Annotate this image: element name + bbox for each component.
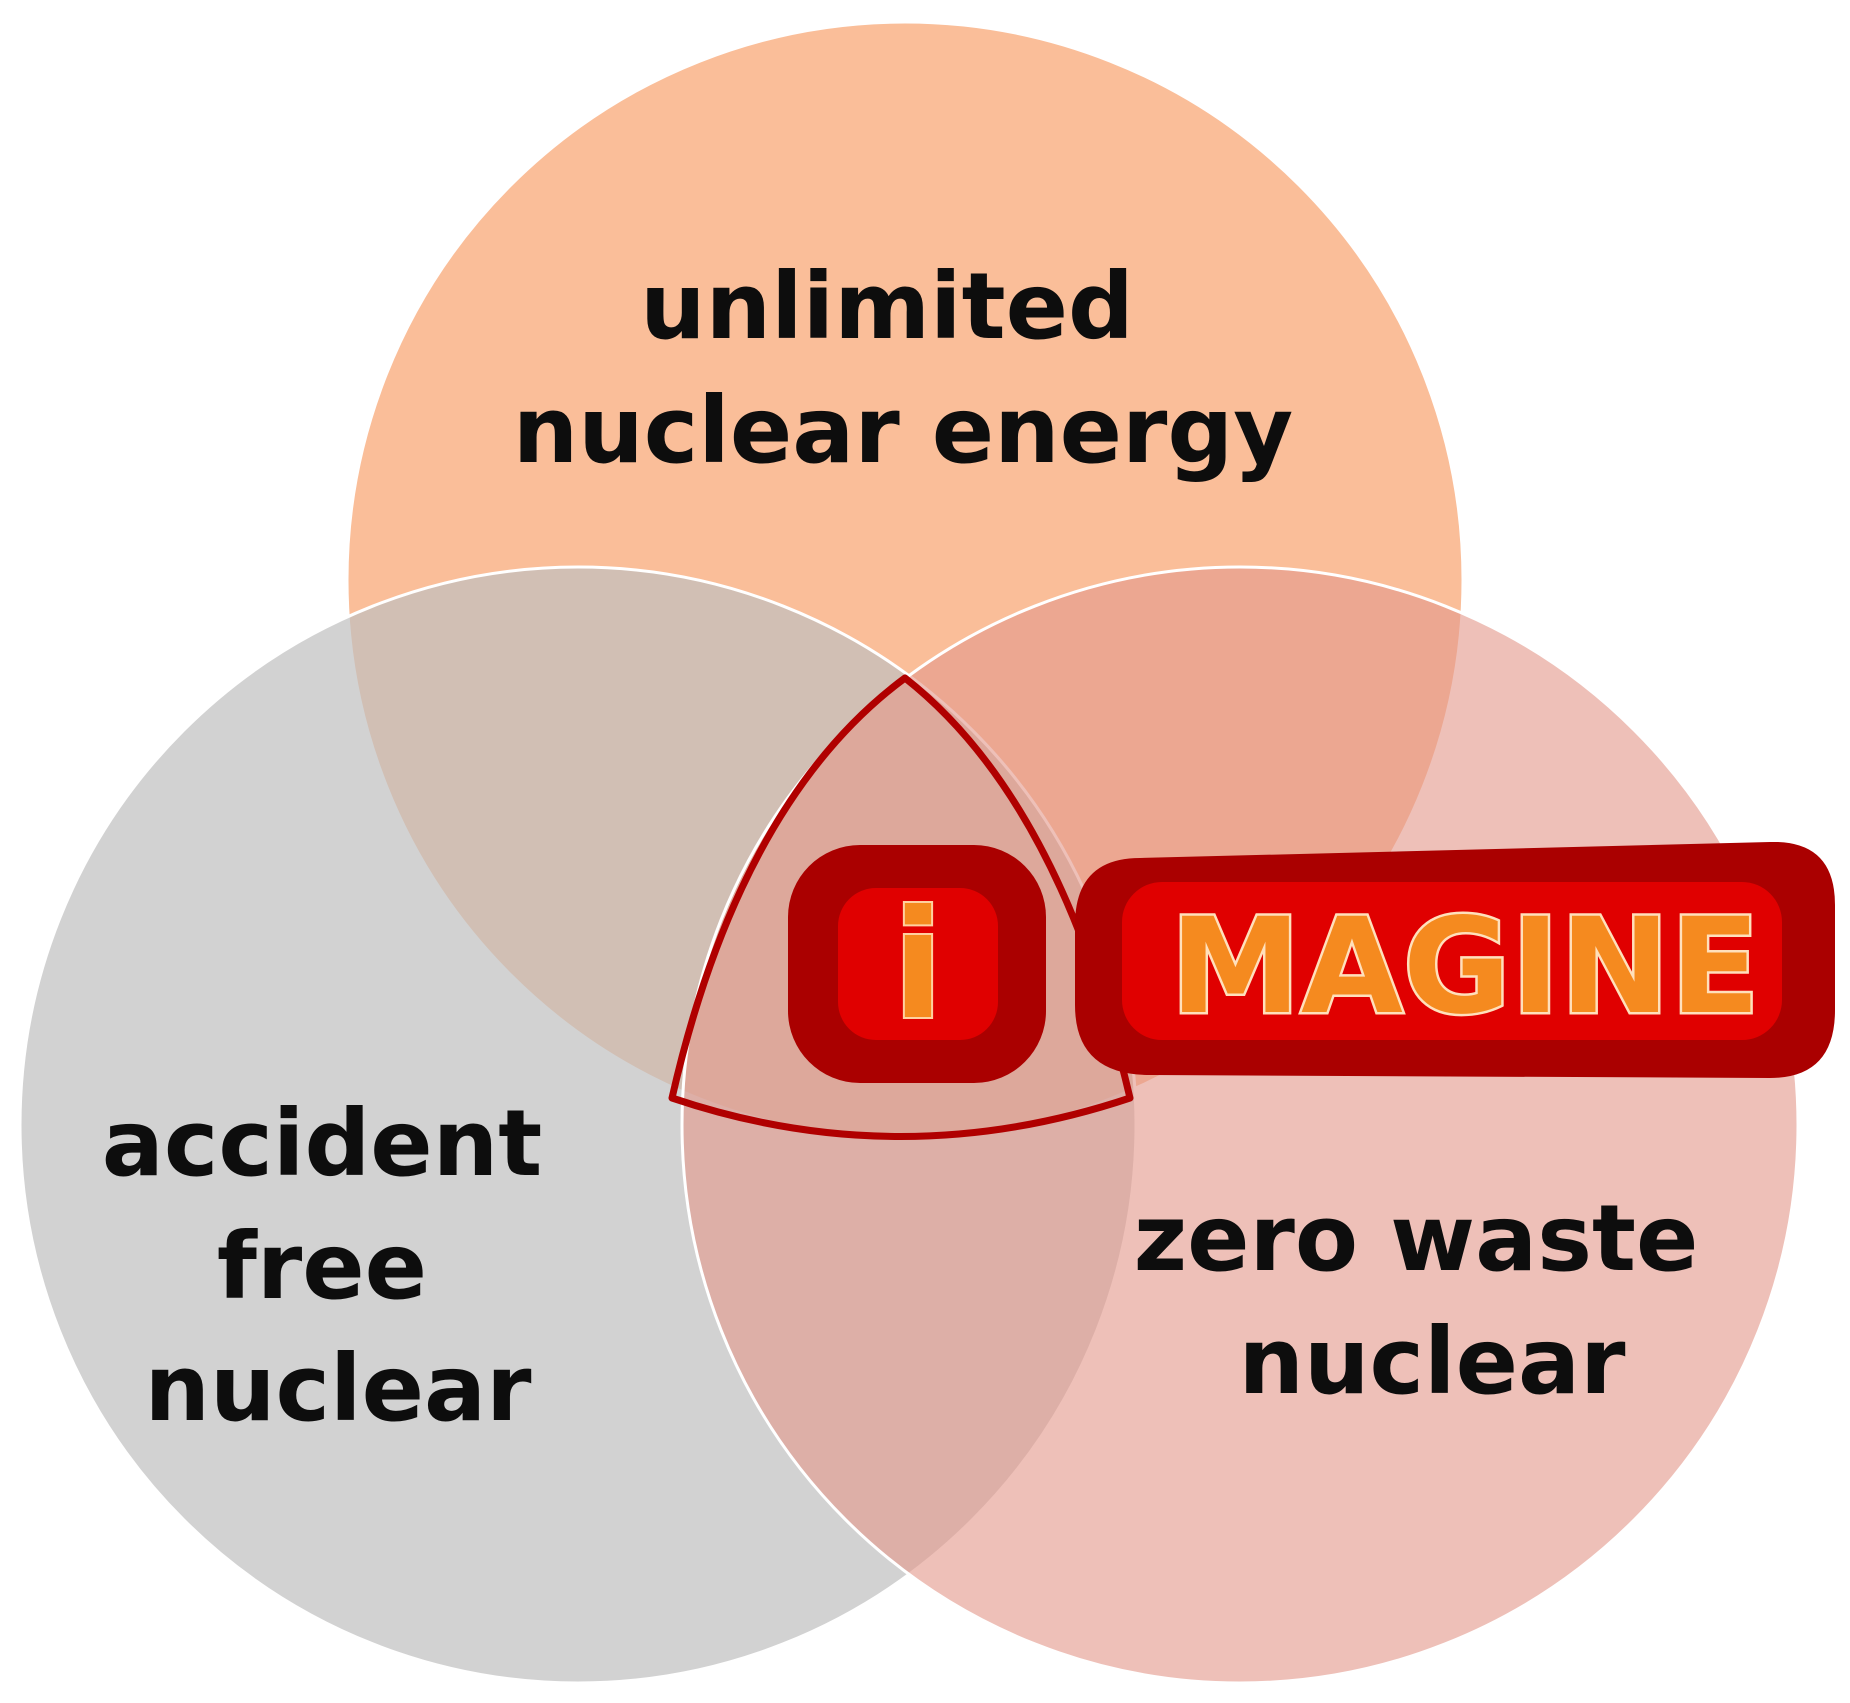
label-line: unlimited: [640, 253, 1134, 360]
label-line: zero waste: [1134, 1185, 1699, 1292]
logo-word-magine: MAGINE: [1170, 890, 1760, 1044]
label-line: free: [217, 1213, 427, 1320]
circle-zero-waste-nuclear: [680, 565, 1800, 1685]
logo-letter-i: i: [892, 879, 943, 1053]
label-accident-free-nuclear: accident free nuclear: [102, 1090, 574, 1442]
label-line: nuclear energy: [513, 377, 1293, 484]
label-unlimited-nuclear-energy: unlimited nuclear energy: [513, 253, 1293, 484]
imagine-logo: i MAGINE: [788, 841, 1835, 1083]
label-zero-waste-nuclear: zero waste nuclear: [1134, 1185, 1731, 1415]
label-line: nuclear: [1239, 1308, 1627, 1415]
label-line: accident: [102, 1090, 542, 1197]
logo-word-inner-banner: [1122, 882, 1782, 1040]
label-line: nuclear: [145, 1335, 533, 1442]
logo-i-inner-box: [838, 888, 998, 1040]
center-intersection-outline: [668, 674, 1134, 1140]
